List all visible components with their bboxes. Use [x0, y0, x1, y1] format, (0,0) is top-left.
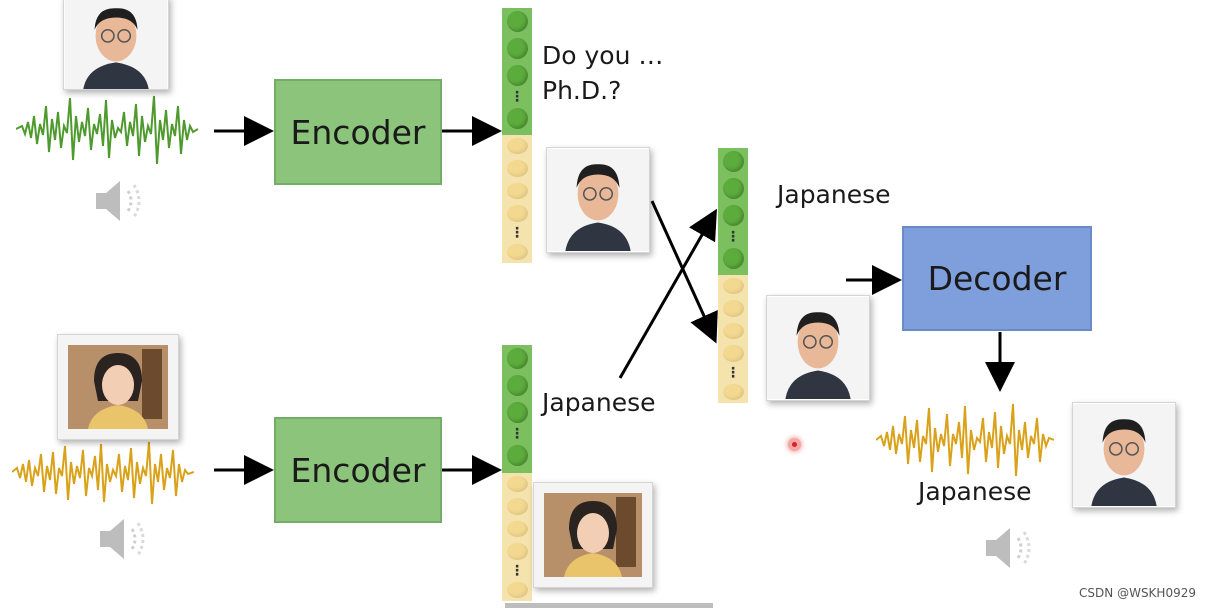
content-text-label: Do you … Ph.D.?	[542, 41, 664, 105]
male-face-photo	[1072, 402, 1176, 508]
decoder: Decoder	[902, 226, 1092, 331]
male-face-icon	[547, 149, 649, 251]
waveform-female-input	[12, 441, 194, 505]
decoder-label: Decoder	[927, 259, 1067, 298]
male-face-photo	[766, 295, 870, 401]
encoder-top: Encoder	[274, 79, 442, 185]
waveform-male-input	[16, 95, 198, 165]
waveform-output	[876, 403, 1054, 477]
female-face-icon	[58, 335, 178, 439]
arrow-cross-bottom-to-speaker	[618, 208, 717, 379]
encoder-bottom-label: Encoder	[290, 450, 426, 490]
female-face-photo	[533, 482, 653, 588]
laser-pointer-dot	[788, 438, 801, 451]
video-progress-bar[interactable]	[505, 603, 713, 608]
content-vector-combined: ⋮	[718, 275, 748, 403]
speaker-label-output: Japanese	[918, 477, 1032, 506]
female-face-icon	[534, 483, 652, 587]
encoder-bottom: Encoder	[274, 417, 442, 523]
female-face-photo	[57, 334, 179, 440]
speaker-icon	[96, 181, 141, 221]
speaker-label-combined: Japanese	[777, 180, 891, 209]
speaker-vector-top: ⋮	[502, 8, 532, 135]
watermark: CSDN @WSKH0929	[1079, 586, 1196, 600]
speaker-vector-bottom: ⋮	[502, 345, 532, 473]
speaker-icon	[100, 519, 145, 559]
male-face-icon	[1073, 404, 1175, 506]
speaker-icon	[986, 528, 1031, 568]
content-vector-bottom: ⋮	[502, 473, 532, 601]
speaker-label-bottom: Japanese	[542, 388, 656, 417]
encoder-top-label: Encoder	[290, 112, 426, 152]
male-face-photo	[546, 147, 650, 253]
male-face-icon	[64, 0, 168, 89]
content-vector-top: ⋮	[502, 135, 532, 263]
male-face-photo	[63, 0, 169, 90]
speaker-vector-combined: ⋮	[718, 148, 748, 275]
male-face-icon	[767, 297, 869, 399]
